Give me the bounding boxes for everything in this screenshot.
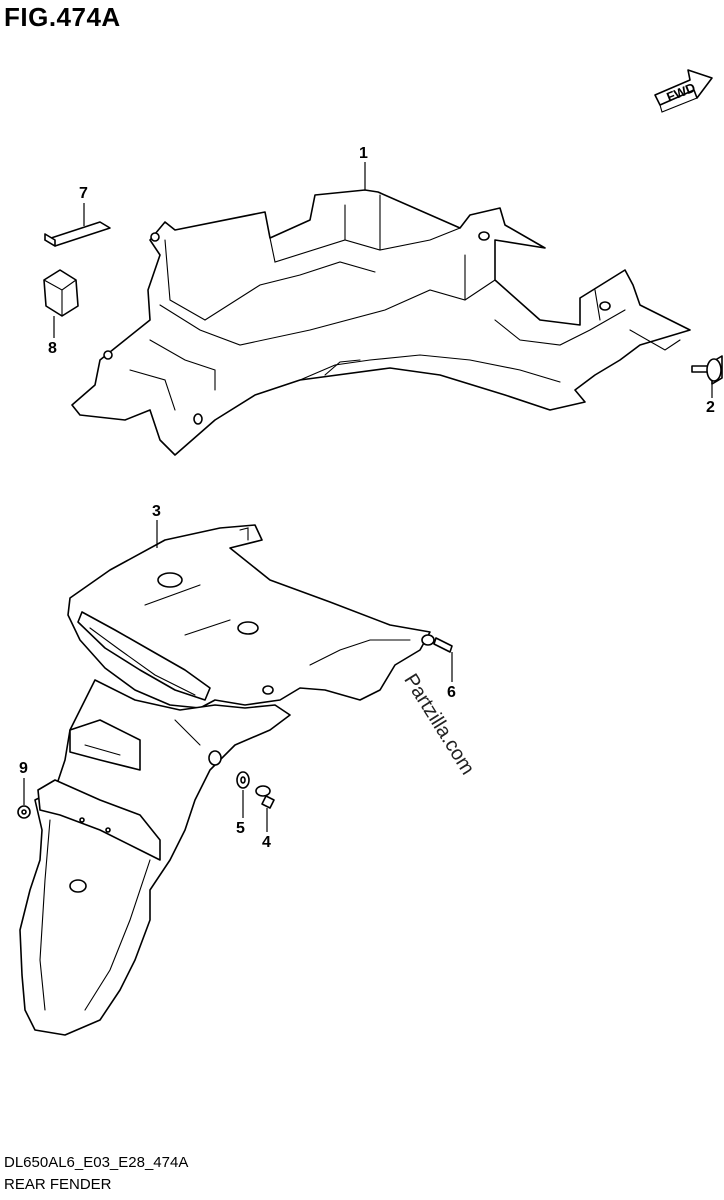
callout-1: 1: [359, 145, 368, 162]
fwd-label: FWD: [664, 80, 697, 105]
callout-4: 4: [262, 834, 271, 851]
callout-9: 9: [19, 760, 28, 777]
callout-6: 6: [447, 684, 456, 701]
leader-lines: [23, 162, 713, 832]
license-plate-bracket: [19, 679, 291, 1036]
figure-title: FIG.474A: [4, 2, 121, 32]
part-9-grommet-icon: [17, 805, 31, 819]
part-6-screw-icon: [421, 634, 453, 653]
part-7-strip-icon: [44, 221, 111, 247]
part-8-cushion-icon: [43, 269, 79, 317]
part-1-rear-fender-tray: [71, 189, 691, 456]
part-3-rear-fender-cover: [67, 524, 431, 709]
callout-5: 5: [236, 820, 245, 837]
part-2-bolt-icon: [691, 355, 723, 385]
callout-3: 3: [152, 503, 161, 520]
diagram-code: DL650AL6_E03_E28_474A: [4, 1154, 189, 1171]
callout-8: 8: [48, 340, 57, 357]
callout-2: 2: [706, 399, 715, 416]
callout-7: 7: [79, 185, 88, 202]
part-5-washer-icon: [236, 771, 250, 789]
diagram-name: REAR FENDER: [4, 1176, 112, 1193]
fwd-arrow-icon: FWD: [654, 69, 713, 113]
part-4-screw-icon: [255, 785, 275, 809]
